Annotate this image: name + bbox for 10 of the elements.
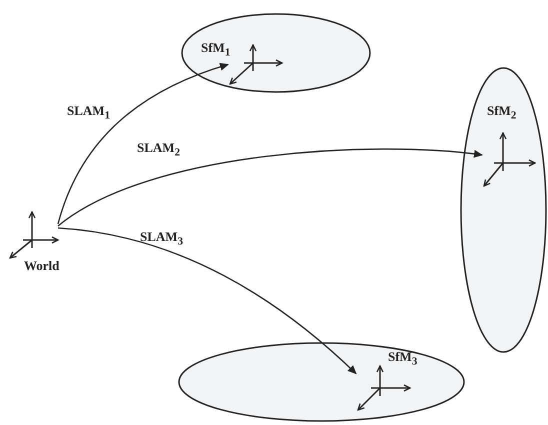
frame-label: SfM$_{3}$ [388, 350, 418, 368]
arrow [58, 148, 483, 227]
arrow [58, 227, 357, 374]
edge-label: SLAM$_{2}$ [137, 141, 180, 158]
arrow [57, 63, 229, 224]
edge-label: SLAM$_{1}$ [67, 104, 110, 122]
frame-label: SfM$_{2}$ [487, 104, 516, 122]
frame-label: World [24, 259, 60, 272]
frame-label: SfM$_{1}$ [201, 41, 230, 58]
edge-label: SLAM$_{3}$ [140, 230, 183, 248]
